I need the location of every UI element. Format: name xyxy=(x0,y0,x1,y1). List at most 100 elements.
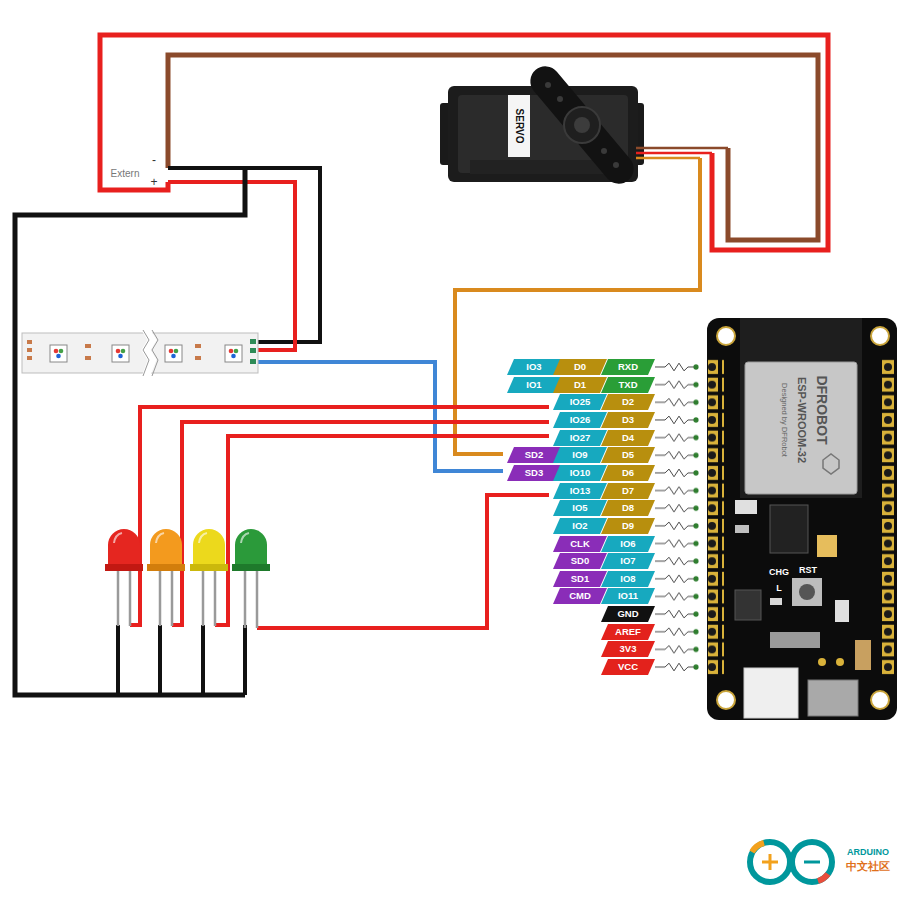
tag-fill xyxy=(553,465,607,481)
digital-tag: D6 xyxy=(601,465,655,481)
pin-name: D4 xyxy=(601,430,655,446)
pin-name: IO27 xyxy=(553,430,607,446)
tag-fill xyxy=(601,553,655,569)
power-tag: AREF xyxy=(601,624,655,640)
pin-name: IO8 xyxy=(601,571,655,587)
digital-tag: D3 xyxy=(601,412,655,428)
pin-name: IO2 xyxy=(553,518,607,534)
digital-tag: D0 xyxy=(553,359,607,375)
pin-name: D6 xyxy=(601,465,655,481)
power-tag: 3V3 xyxy=(601,641,655,657)
tag-fill xyxy=(601,624,655,640)
pin-name: D9 xyxy=(601,518,655,534)
tag-fill xyxy=(553,377,607,393)
led-label: CHG xyxy=(769,568,789,577)
tag-fill xyxy=(601,536,655,552)
tag-fill xyxy=(553,518,607,534)
serial-tag: TXD xyxy=(601,377,655,393)
watermark: 中文社区 xyxy=(846,861,890,872)
supply-label: Extern xyxy=(111,169,140,179)
pin-name: AREF xyxy=(601,624,655,640)
power-tag: VCC xyxy=(601,659,655,675)
pin-name: D5 xyxy=(601,447,655,463)
gpio-tag: IO8 xyxy=(601,571,655,587)
pin-name: IO9 xyxy=(553,447,607,463)
digital-tag: D8 xyxy=(601,500,655,516)
pin-name: 3V3 xyxy=(601,641,655,657)
flash-tag: SD2 xyxy=(507,447,561,463)
tag-fill xyxy=(601,377,655,393)
gpio-tag: IO9 xyxy=(553,447,607,463)
pin-name: IO26 xyxy=(553,412,607,428)
ground-tag: GND xyxy=(601,606,655,622)
tag-fill xyxy=(601,641,655,657)
gpio-tag: IO10 xyxy=(553,465,607,481)
gpio-tag: IO7 xyxy=(601,553,655,569)
digital-tag: D7 xyxy=(601,483,655,499)
digital-tag: D2 xyxy=(601,394,655,410)
servo-label: SERVO xyxy=(514,109,524,144)
tag-fill xyxy=(553,430,607,446)
gpio-tag: IO6 xyxy=(601,536,655,552)
pin-name: D0 xyxy=(553,359,607,375)
tag-fill xyxy=(507,465,561,481)
gpio-tag: IO1 xyxy=(507,377,561,393)
pin-name: D8 xyxy=(601,500,655,516)
pin-name: RXD xyxy=(601,359,655,375)
pin-name: CMD xyxy=(553,588,607,604)
digital-tag: D9 xyxy=(601,518,655,534)
tag-fill xyxy=(601,659,655,675)
pin-name: SD1 xyxy=(553,571,607,587)
tag-fill xyxy=(553,588,607,604)
gpio-tag: IO25 xyxy=(553,394,607,410)
polarity-sign: + xyxy=(150,176,157,188)
button-label: RST xyxy=(799,566,817,575)
tag-fill xyxy=(553,571,607,587)
pin-name: IO10 xyxy=(553,465,607,481)
gpio-tag: IO27 xyxy=(553,430,607,446)
tag-fill xyxy=(553,500,607,516)
tag-fill xyxy=(553,553,607,569)
flash-tag: SD3 xyxy=(507,465,561,481)
pin-name: IO7 xyxy=(601,553,655,569)
pin-name: SD2 xyxy=(507,447,561,463)
tag-fill xyxy=(601,412,655,428)
tag-fill xyxy=(601,430,655,446)
module-name: ESP-WROOM-32 xyxy=(796,377,807,463)
tag-fill xyxy=(601,571,655,587)
gpio-tag: IO5 xyxy=(553,500,607,516)
tag-fill xyxy=(601,394,655,410)
pin-name: IO25 xyxy=(553,394,607,410)
gpio-tag: IO3 xyxy=(507,359,561,375)
pin-name: D1 xyxy=(553,377,607,393)
pin-name: D3 xyxy=(601,412,655,428)
gpio-tag: IO2 xyxy=(553,518,607,534)
flash-tag: CLK xyxy=(553,536,607,552)
pin-name: IO3 xyxy=(507,359,561,375)
gpio-tag: IO11 xyxy=(601,588,655,604)
digital-tag: D1 xyxy=(553,377,607,393)
digital-tag: D5 xyxy=(601,447,655,463)
flash-tag: CMD xyxy=(553,588,607,604)
pin-name: TXD xyxy=(601,377,655,393)
pin-name: D2 xyxy=(601,394,655,410)
flash-tag: SD1 xyxy=(553,571,607,587)
digital-tag: D4 xyxy=(601,430,655,446)
gpio-tag: IO13 xyxy=(553,483,607,499)
pin-name: GND xyxy=(601,606,655,622)
tag-fill xyxy=(553,483,607,499)
flash-tag: SD0 xyxy=(553,553,607,569)
pin-name: D7 xyxy=(601,483,655,499)
tag-fill xyxy=(601,500,655,516)
tag-fill xyxy=(507,359,561,375)
tag-fill xyxy=(601,359,655,375)
pin-name: IO13 xyxy=(553,483,607,499)
watermark: ARDUINO xyxy=(847,848,889,857)
tag-fill xyxy=(601,518,655,534)
tag-fill xyxy=(601,447,655,463)
polarity-sign: - xyxy=(152,154,156,166)
pin-name: IO11 xyxy=(601,588,655,604)
tag-fill xyxy=(601,606,655,622)
